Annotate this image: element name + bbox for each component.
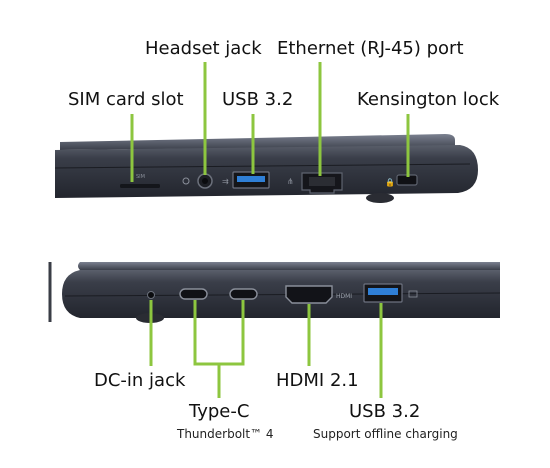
usb-bottom-label: USB 3.2 bbox=[349, 401, 421, 422]
base-chassis-bottom bbox=[62, 270, 500, 318]
sim-slot-port bbox=[120, 184, 160, 188]
svg-text:SIM: SIM bbox=[136, 174, 145, 180]
laptop-right-side: SIM ⇉ ⋔ 🔒 bbox=[54, 134, 478, 203]
laptop-left-side: HDMI bbox=[48, 262, 501, 323]
hdmi-icon: HDMI bbox=[336, 293, 352, 300]
usb-icon: ⇉ bbox=[222, 177, 229, 186]
hdmi-label: HDMI 2.1 bbox=[276, 370, 359, 391]
bottom-leader-lines bbox=[149, 300, 383, 398]
sim-card-slot-label: SIM card slot bbox=[68, 89, 184, 110]
dc-in-jack-label: DC-in jack bbox=[94, 370, 186, 391]
type-c-port-1 bbox=[179, 288, 208, 300]
kensington-lock-label: Kensington lock bbox=[357, 89, 500, 110]
rubber-foot bbox=[366, 193, 394, 203]
chassis-seam-bottom bbox=[64, 292, 501, 297]
lock-icon: 🔒 bbox=[385, 178, 395, 187]
chassis-seam bbox=[54, 163, 471, 169]
lid-edge-bottom bbox=[78, 262, 500, 270]
offline-charging-sublabel: Support offline charging bbox=[313, 427, 458, 441]
ethernet-port-label: Ethernet (RJ-45) port bbox=[277, 38, 464, 59]
type-c-port-2 bbox=[229, 288, 258, 300]
dc-in-port bbox=[147, 291, 155, 299]
lid-edge bbox=[60, 134, 455, 150]
thunderbolt-sublabel: Thunderbolt™ 4 bbox=[177, 427, 274, 441]
charge-icon bbox=[408, 290, 418, 298]
headset-jack-label: Headset jack bbox=[145, 38, 262, 59]
usb-top-label: USB 3.2 bbox=[222, 89, 294, 110]
network-icon: ⋔ bbox=[287, 177, 294, 186]
hdmi-port bbox=[285, 285, 333, 304]
top-leader-lines bbox=[130, 62, 410, 182]
headset-icon bbox=[182, 177, 190, 185]
type-c-label: Type-C bbox=[189, 401, 250, 422]
